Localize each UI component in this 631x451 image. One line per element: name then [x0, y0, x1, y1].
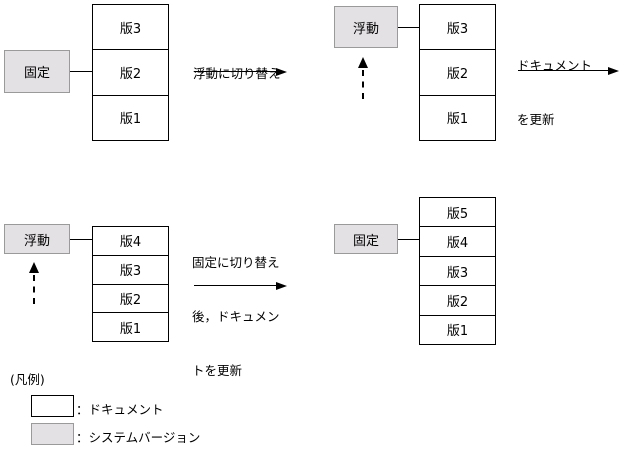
document-stack-state-3: 版4 版3 版2 版1: [92, 226, 169, 342]
transition-3-label: 固定に切り替え 後，ドキュメン トを更新: [192, 218, 307, 416]
transition-3-arrow-line: [194, 285, 276, 286]
system-version-label: 浮動: [23, 233, 50, 249]
system-version-label: 固定: [23, 66, 50, 81]
document-cell: 版3: [420, 5, 495, 51]
transition-1-arrow-head: [276, 68, 287, 76]
transition-1-arrow-line: [194, 71, 276, 72]
connector-state-1: [70, 71, 92, 72]
transition-1-label-line: 浮動に切り替え: [193, 66, 281, 81]
document-cell: 版3: [93, 5, 168, 51]
document-cell: 版5: [420, 198, 495, 228]
document-cell: 版3: [93, 255, 168, 285]
transition-2-arrow-head: [608, 67, 619, 75]
connector-state-3: [70, 239, 92, 240]
transition-2-arrow-line: [518, 70, 608, 71]
legend-swatch-system-version: [31, 423, 74, 445]
document-stack-state-4: 版5 版4 版3 版2 版1: [419, 197, 496, 345]
floating-indicator-arrow-stem-state-3: [33, 275, 35, 304]
document-stack-state-2: 版3 版2 版1: [419, 4, 496, 141]
document-cell: 版3: [420, 256, 495, 287]
transition-3-label-line: 後，ドキュメン: [192, 309, 280, 324]
document-cell: 版1: [420, 95, 495, 140]
legend-label-document: ：ドキュメント: [76, 402, 164, 417]
legend-label-system-version: ：システムバージョン: [76, 430, 201, 445]
legend-swatch-document: [31, 395, 74, 417]
system-version-label: 固定: [352, 233, 379, 249]
legend-title: (凡例): [10, 372, 45, 387]
connector-state-2: [398, 27, 420, 28]
document-cell: 版2: [420, 50, 495, 96]
system-version-box-state-2: 浮動: [334, 6, 398, 48]
document-cell: 版1: [93, 313, 168, 341]
document-cell: 版4: [93, 227, 168, 256]
transition-2-label: ドキュメント を更新: [517, 21, 627, 165]
document-cell: 版2: [93, 50, 168, 96]
system-version-box-state-3: 浮動: [4, 224, 70, 254]
transition-2-label-line: ドキュメント: [517, 58, 593, 73]
transition-3-arrow-head: [276, 282, 287, 290]
document-cell: 版1: [93, 95, 168, 140]
floating-indicator-arrow-head-state-2: [358, 57, 368, 68]
transition-2-label-line: を更新: [517, 112, 555, 127]
transition-3-label-line: 固定に切り替え: [192, 255, 280, 270]
system-version-label: 浮動: [352, 21, 379, 37]
document-cell: 版2: [93, 284, 168, 314]
document-cell: 版1: [420, 315, 495, 345]
connector-state-4: [398, 239, 420, 240]
document-stack-state-1: 版3 版2 版1: [92, 4, 169, 141]
transition-3-label-line: トを更新: [192, 363, 243, 378]
system-version-box-state-4: 固定: [334, 224, 398, 254]
floating-indicator-arrow-head-state-3: [29, 262, 39, 273]
document-cell: 版2: [420, 286, 495, 316]
document-cell: 版4: [420, 227, 495, 257]
floating-indicator-arrow-stem-state-2: [362, 70, 364, 99]
transition-1-label: 浮動に切り替え: [193, 29, 303, 119]
system-version-box-state-1: 固定: [4, 50, 70, 93]
